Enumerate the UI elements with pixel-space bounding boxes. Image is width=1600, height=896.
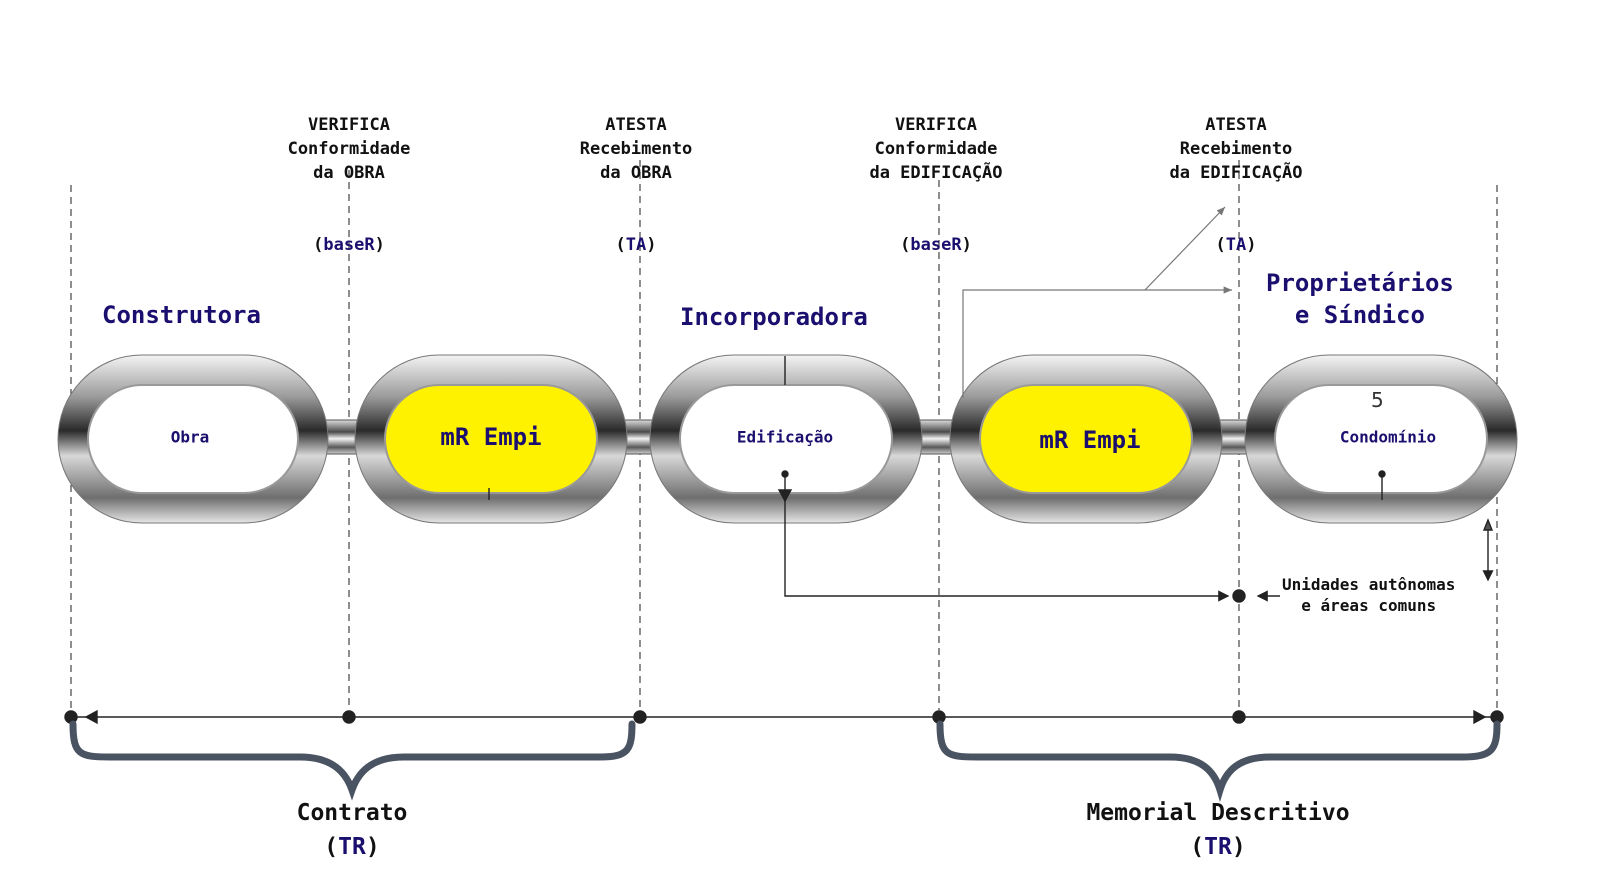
milestone-ref: baseR [323,235,375,255]
milestone-ref: TA [625,235,647,255]
actor-proprietarios: Proprietários e Síndico [1266,269,1454,329]
timeline-dot [1232,710,1246,724]
brace-memorial [936,720,1501,803]
chain-link [949,354,1223,524]
arrow-left-icon [84,709,98,725]
chain-link [354,354,628,524]
note-unidades: Unidades autônomas e áreas comuns [1282,575,1456,615]
brace-label-contrato: Contrato (TR) [296,800,408,860]
brace-ref: TR [338,834,366,860]
link-label-mr-empi-1: mR Empi [440,423,542,451]
brace-ref: TR [1204,834,1232,860]
milestone-ref: baseR [910,235,962,255]
timeline-dot [633,710,647,724]
brace-contrato [69,720,636,801]
arrow-right-icon [1473,709,1487,725]
gray-lines [962,206,1232,398]
link-label-mr-empi-2: mR Empi [1039,426,1141,454]
link-label-condominio: Condomínio [1339,427,1437,447]
flow-line-edificacao [784,474,1230,602]
timeline [64,709,1504,725]
chain-link-inner [384,384,598,494]
link-number: 5 [1371,388,1384,412]
link-label-obra: Obra [170,427,210,447]
chain-link-inner [1274,384,1488,494]
arrow-down-icon [777,489,793,503]
actor-construtora: Construtora [102,301,261,329]
chain-link-inner [87,384,299,494]
timeline-dot [342,710,356,724]
brace-label-memorial: Memorial Descritivo (TR) [1086,800,1350,860]
chain-link-inner [979,384,1193,494]
link-label-edificacao: Edificação [736,427,834,447]
braces [69,720,1501,803]
flow-lines [488,356,1494,603]
chain-link [649,354,923,524]
marker-dot [1232,589,1246,603]
chain-link [1244,354,1518,524]
chain-link [57,354,329,524]
milestone-ref: TA [1225,235,1247,255]
actor-incorporadora: Incorporadora [680,303,868,331]
